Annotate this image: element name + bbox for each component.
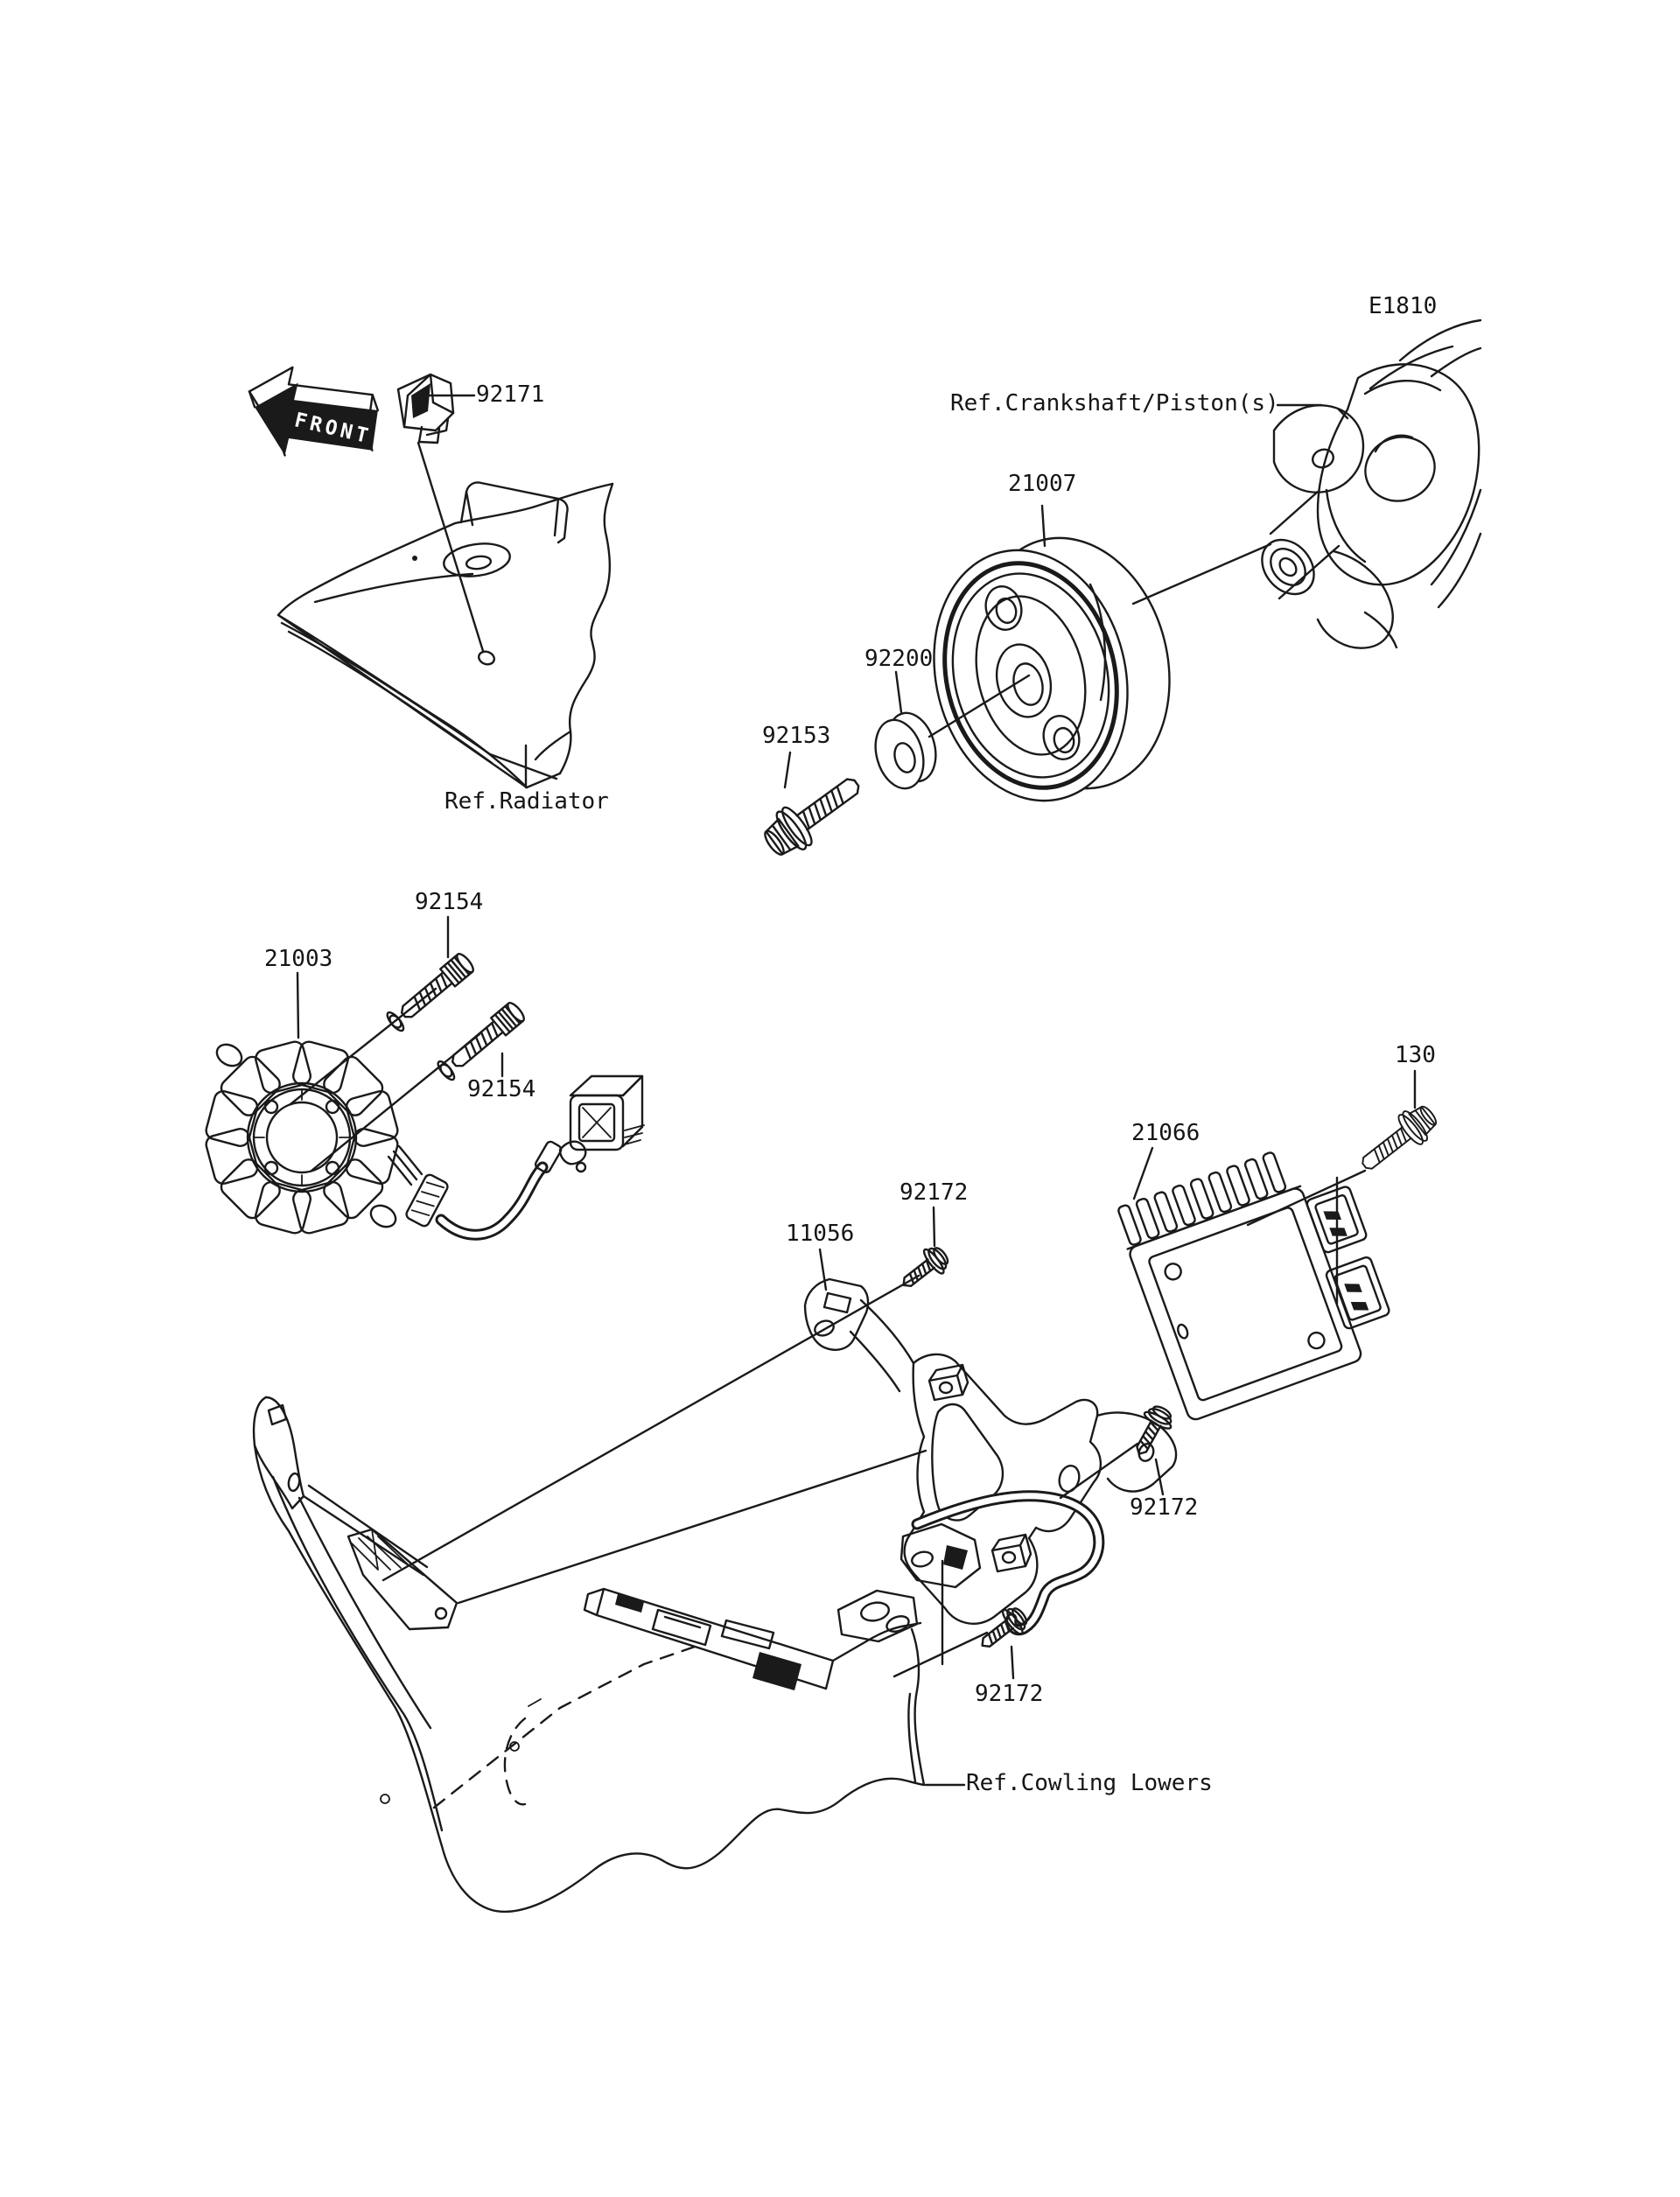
part-label-92171: 92171 [476, 381, 545, 408]
drawing-code: E1810 [1368, 293, 1438, 319]
radiator-shroud-art [276, 481, 614, 789]
screw-92172-mid-art [1124, 1400, 1179, 1463]
part-label-92153: 92153 [762, 723, 831, 749]
front-arrow: FRONT [248, 366, 380, 457]
part-label-21066: 21066 [1131, 1120, 1200, 1146]
leader-lines [289, 394, 1417, 1787]
crankshaft-art [1261, 318, 1482, 649]
part-label-92172-bottom: 92172 [975, 1681, 1044, 1707]
cowling-lowers-art [252, 1396, 926, 1914]
part-label-92200: 92200 [864, 646, 934, 672]
ref-label-cowling: Ref.Cowling Lowers [966, 1770, 1213, 1796]
regulator-21066-art [1117, 1151, 1390, 1421]
bolt-130-art [1352, 1097, 1444, 1181]
part-label-92154-upper: 92154 [415, 889, 484, 915]
part-label-92172-mid: 92172 [1130, 1494, 1199, 1521]
screw-92172-bottom-art [971, 1600, 1033, 1659]
washer-92200-art [874, 711, 937, 790]
part-label-11056: 11056 [786, 1221, 855, 1247]
screw-92172-top-art [892, 1240, 955, 1298]
ref-label-crankshaft: Ref.Crankshaft/Piston(s) [950, 390, 1279, 416]
part-label-130: 130 [1395, 1042, 1436, 1068]
bracket-11056-art [803, 1277, 1178, 1636]
bolt-92153-art [755, 763, 872, 866]
part-label-92172-top: 92172 [900, 1179, 969, 1206]
part-label-21003: 21003 [264, 946, 333, 972]
part-label-21007: 21007 [1008, 471, 1077, 497]
stator-21003-art [205, 1040, 645, 1241]
part-label-92154-lower: 92154 [467, 1076, 536, 1102]
part-92171-art [396, 373, 455, 444]
ref-label-radiator: Ref.Radiator [444, 788, 609, 815]
flywheel-21007-art [933, 536, 1171, 802]
bolt-92154-lower-art [434, 999, 528, 1083]
